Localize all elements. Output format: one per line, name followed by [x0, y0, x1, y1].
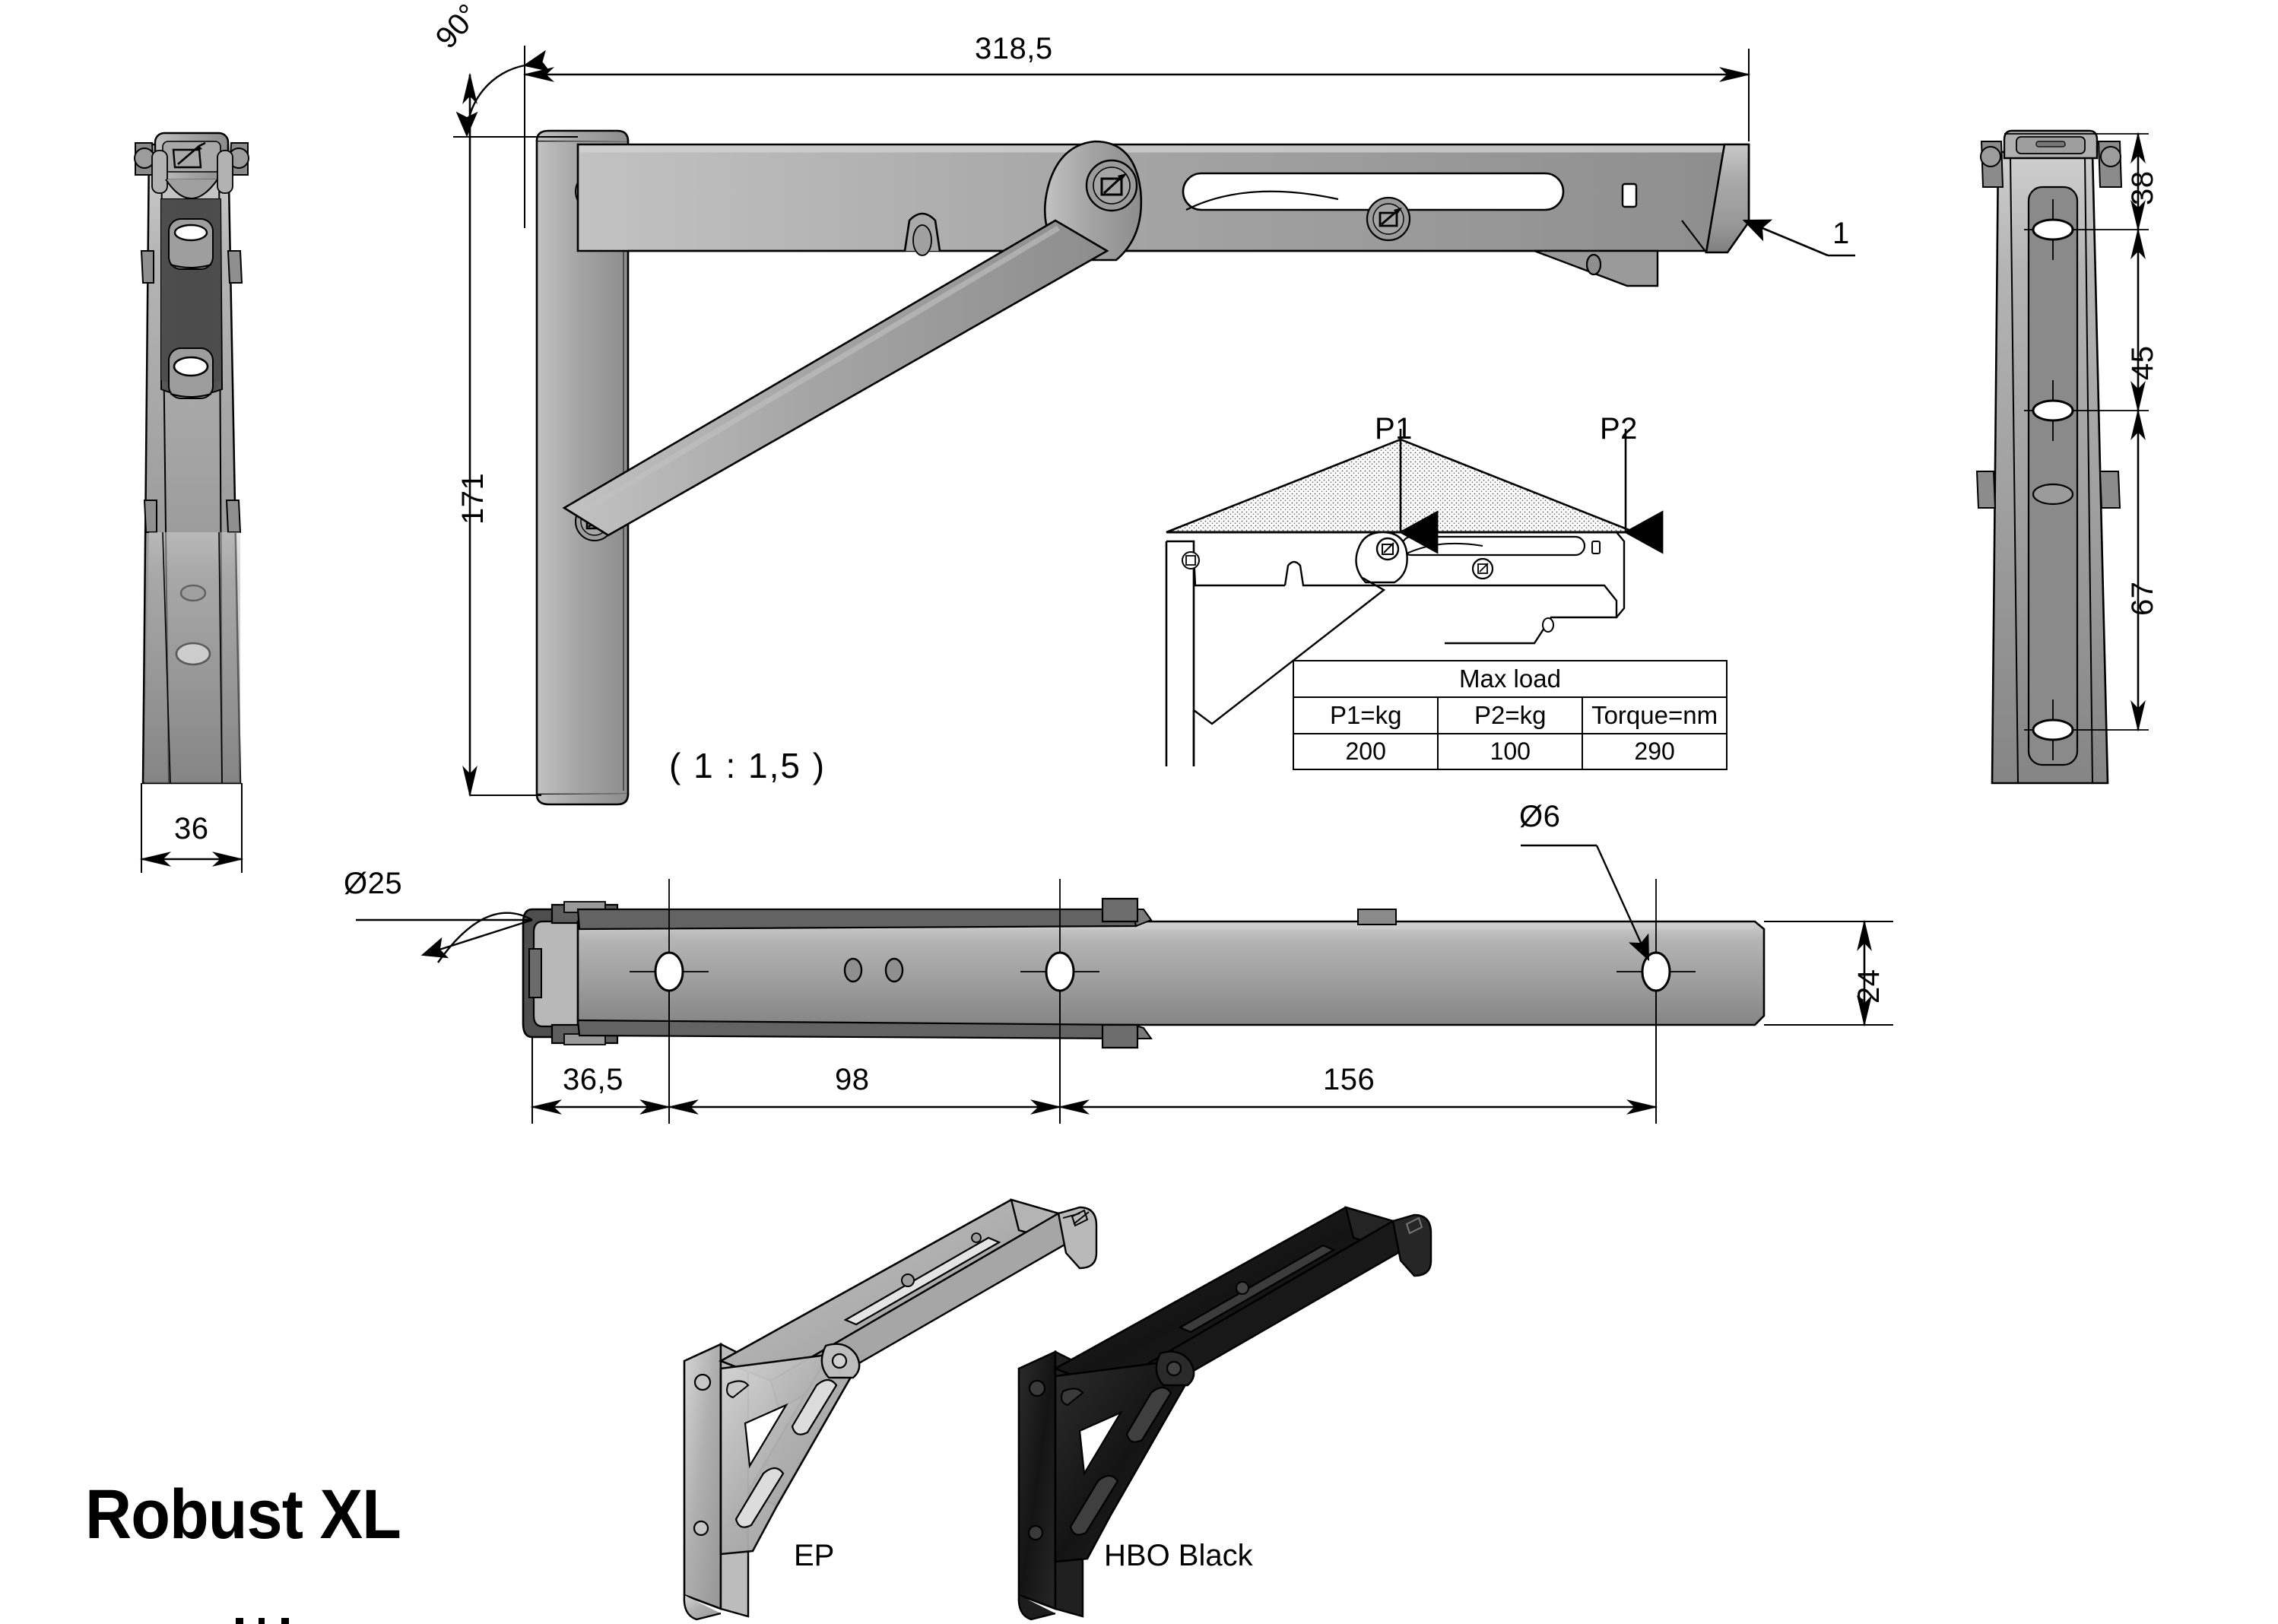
- finish-label-ep: EP: [794, 1539, 835, 1572]
- main-bracket-view: [535, 129, 1750, 806]
- dimension-67-label: 67: [2126, 581, 2159, 617]
- load-p1-label: P1: [1375, 412, 1413, 446]
- rivet-pivot: [1085, 159, 1138, 212]
- max-load-value-torque: 290: [1582, 733, 1728, 770]
- finish-label-hbo-black: HBO Black: [1104, 1539, 1253, 1572]
- rivet-arm-mid: [1366, 196, 1411, 242]
- scale-note: ( 1 : 1,5 ): [669, 746, 826, 785]
- dimension-36: [139, 783, 244, 873]
- dimension-156-label: 156: [1323, 1063, 1375, 1096]
- left-side-view: [134, 132, 249, 785]
- max-load-title: Max load: [1293, 660, 1728, 698]
- dimension-24-label: 24: [1852, 969, 1886, 1004]
- right-side-view: [1975, 129, 2149, 785]
- iso-render-hbo-black: [1017, 1206, 1432, 1621]
- dimension-chain: [530, 991, 1658, 1124]
- cropped-bottom-text: [236, 1618, 289, 1624]
- iso-render-ep: [683, 1198, 1098, 1621]
- dimension-36-5-label: 36,5: [563, 1063, 623, 1096]
- max-load-header-torque: Torque=nm: [1582, 696, 1728, 734]
- dimension-318-label: 318,5: [975, 32, 1053, 65]
- dimension-98-label: 98: [835, 1063, 870, 1096]
- plan-view: [522, 879, 1766, 1064]
- plan-hole-3: [1616, 879, 1696, 1064]
- engraved-logo-icon: [172, 141, 206, 169]
- dimension-dia6-label: Ø6: [1519, 800, 1561, 833]
- load-diagram: [1165, 429, 1664, 766]
- right-hole-2: [2024, 380, 2149, 441]
- dimension-45-label: 45: [2126, 345, 2159, 381]
- dimension-dia25-label: Ø25: [344, 867, 403, 900]
- max-load-value-p1: 200: [1292, 733, 1439, 770]
- max-load-value-p2: 100: [1437, 733, 1584, 770]
- leader-dia-25: [356, 912, 533, 963]
- right-hole-4: [2024, 699, 2149, 760]
- item-balloon-label: 1: [1832, 217, 1850, 250]
- load-p2-label: P2: [1600, 412, 1638, 446]
- leader-dia-6: [1521, 844, 1650, 962]
- max-load-header-p2: P2=kg: [1437, 696, 1584, 734]
- item-balloon-leader: [1742, 219, 1855, 257]
- right-hole-1: [2024, 199, 2149, 260]
- dimension-36-label: 36: [174, 812, 209, 845]
- dimension-171: [462, 72, 541, 798]
- dimension-38-label: 38: [2126, 170, 2159, 206]
- table-row: 200 100 290: [1292, 733, 1728, 770]
- max-load-header-p1: P1=kg: [1292, 696, 1439, 734]
- dimension-318-5: [522, 49, 1751, 141]
- page-title: Robust XL: [85, 1476, 401, 1553]
- dimension-171-label: 171: [456, 472, 490, 525]
- dimension-24: [1764, 919, 1893, 1027]
- max-load-table: Max load P1=kg P2=kg Torque=nm 200 100 2…: [1292, 660, 1728, 770]
